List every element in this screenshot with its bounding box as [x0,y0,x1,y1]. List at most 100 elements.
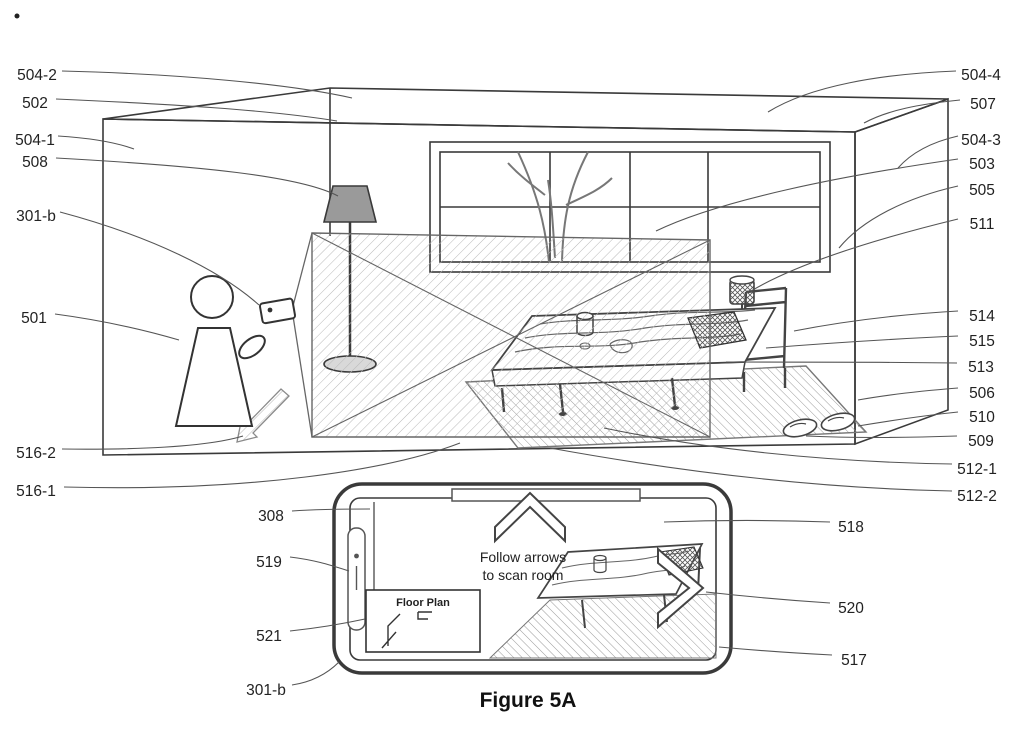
ref-label-516-1: 516-1 [16,483,56,500]
ref-label-514: 514 [969,308,995,325]
leader-505 [838,185,959,249]
leader-512-2 [549,447,953,492]
leader-511 [750,218,959,292]
lamp-shade [322,185,378,223]
ref-label-516-2: 516-2 [16,445,56,462]
window-mullions [440,152,820,262]
floor-plan-inset: Floor Plan [365,589,481,653]
user-figure [174,275,297,427]
floor-plan-frame [365,589,481,653]
leader-501 [54,313,180,341]
ref-label-503: 503 [969,156,995,173]
ref-label-517: 517 [841,652,867,669]
device-lens-icon [267,307,273,313]
leader-502 [55,98,338,122]
leader-504-2 [61,70,353,99]
ref-label-512-2: 512-2 [957,488,997,505]
figure-caption: Figure 5A [480,689,577,712]
ref-label-511: 511 [970,216,995,233]
leader-512-1 [603,427,953,465]
ref-label-521: 521 [256,628,282,645]
bed-lamp-top [729,275,755,285]
ref-label-512-1: 512-1 [957,461,997,478]
scan-instruction-line1: Follow arrows [480,549,566,565]
leader-301-b-device [59,211,260,306]
capture-bar [347,527,366,631]
ref-label-507: 507 [970,96,996,113]
leader-520 [705,591,831,604]
capture-bar-dot [354,553,359,559]
ref-label-504-1: 504-1 [15,132,55,149]
leader-509 [805,435,958,439]
user-head [190,275,234,319]
mini-cup-rim [593,554,607,562]
reference-labels: 504-2 502 504-1 508 301-b 501 516-2 516-… [15,67,1001,699]
scan-frustum [292,232,711,438]
leader-301-b-phone [291,661,340,686]
mini-floor-hatch [488,593,717,659]
slipper-1 [782,418,818,438]
leader-516-2 [61,435,244,450]
ref-label-505: 505 [969,182,995,199]
scan-beam-arrow [236,388,290,443]
ref-label-510: 510 [969,409,995,426]
scan-instruction-line2: to scan room [483,567,564,583]
slipper-2 [820,412,856,432]
leader-517 [718,646,833,656]
frustum-fan-lines [292,232,313,438]
mini-cup [593,558,607,574]
ref-label-501: 501 [21,310,47,327]
ref-label-502: 502 [22,95,48,112]
device-body [258,297,297,325]
chevron-up-arrow [494,491,566,544]
leader-514 [793,310,959,332]
slippers [782,412,856,438]
leader-308 [291,508,371,512]
leader-516-1 [63,442,461,489]
ref-label-515: 515 [969,333,995,350]
slipper-straps [789,416,845,428]
leader-503 [655,158,959,232]
ref-label-504-2: 504-2 [17,67,57,84]
ref-label-509: 509 [968,433,994,450]
mini-top-bar [451,488,641,502]
phone: Floor Plan Follow arrows to scan room [332,482,733,675]
leader-519 [289,556,350,572]
leader-507 [863,99,961,124]
user-arm [238,334,266,360]
ref-label-504-4: 504-4 [961,67,1001,84]
tree-in-window [507,151,613,263]
leader-lines [54,70,961,686]
leader-504-3 [897,135,959,169]
floor-plan-glyph [381,611,432,649]
ref-label-504-3: 504-3 [961,132,1001,149]
room-ceiling [102,87,949,133]
user-body [174,327,254,427]
ref-label-508: 508 [22,154,48,171]
leader-504-1 [57,135,135,150]
room [102,87,949,456]
ref-label-301-b: 301-b [16,208,56,225]
ref-label-301-b-phone: 301-b [246,682,286,699]
leader-504-4 [767,70,957,113]
leader-518 [663,519,831,523]
chevron-right-arrow [657,546,705,630]
leader-506 [857,387,959,401]
ref-label-506: 506 [969,385,995,402]
leader-515 [765,335,959,349]
room-right-wall [854,97,949,446]
ref-label-520: 520 [838,600,864,617]
ref-label-518: 518 [838,519,864,536]
ref-label-519: 519 [256,554,282,571]
ref-label-513: 513 [968,359,994,376]
floor-plan-title: Floor Plan [396,597,450,609]
ink-speck [14,13,20,19]
leader-513 [725,361,958,364]
frustum-diagonals [311,232,711,438]
leader-510 [857,411,959,427]
handheld-device [258,297,297,325]
ref-label-308: 308 [258,508,284,525]
leader-508 [55,157,339,197]
